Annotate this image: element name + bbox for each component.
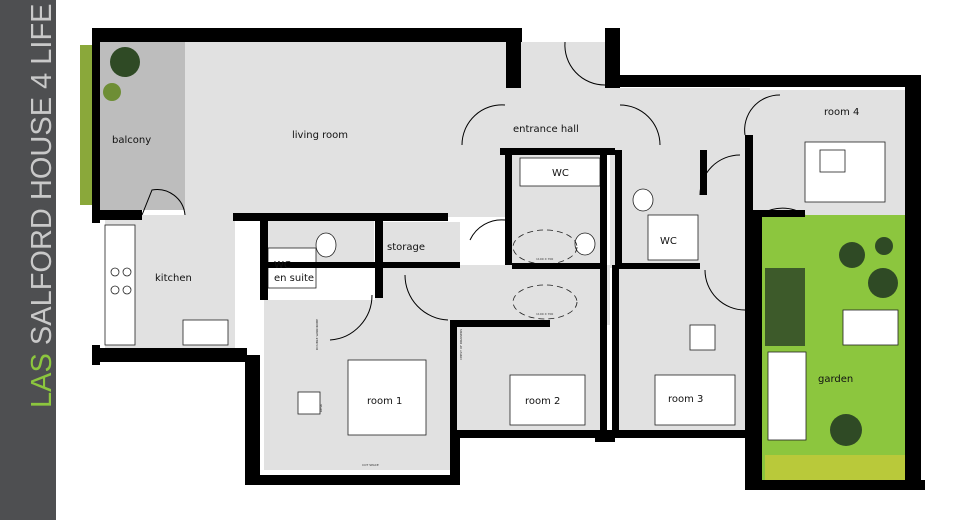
bath-center xyxy=(519,157,601,187)
title-rest: SALFORD HOUSE 4 LIFE xyxy=(26,3,58,354)
door-swing xyxy=(744,94,781,136)
label-wc-en-suite: WC xyxy=(274,260,291,271)
shrub-icon xyxy=(868,268,898,298)
floor-plan: 1100 X 700 1100 X 700 COT SPACE DOUBLE W… xyxy=(80,28,925,490)
toilet-center xyxy=(574,232,596,256)
label-garden: garden xyxy=(818,374,853,385)
wardrobe-label: DOUBLE WARDROBE xyxy=(315,319,319,350)
desk-room1 xyxy=(297,391,321,415)
desk-room4 xyxy=(819,149,846,173)
title-accent: LAS xyxy=(26,353,58,408)
bed-room2 xyxy=(509,374,586,426)
door-swing xyxy=(564,41,606,86)
bed-room3 xyxy=(654,374,736,426)
sidebar: LAS SALFORD HOUSE 4 LIFE xyxy=(0,0,58,520)
label-room2: room 2 xyxy=(525,396,560,407)
label-room4: room 4 xyxy=(824,107,859,118)
label-room1: room 1 xyxy=(367,396,402,407)
garden-planter xyxy=(767,351,807,441)
door-swing xyxy=(704,269,746,311)
door-swing xyxy=(461,104,506,146)
door-swing xyxy=(404,274,449,321)
desk-room3 xyxy=(689,324,716,351)
turning-circles xyxy=(512,229,578,320)
bed-room1 xyxy=(347,359,427,436)
furniture xyxy=(104,141,899,441)
toilet-ensuite xyxy=(315,232,337,258)
door-swing xyxy=(759,207,806,216)
drawers-label: CHEST OF DRAWERS xyxy=(459,329,463,360)
label-en-suite: en suite xyxy=(274,273,314,284)
label-entrance-hall: entrance hall xyxy=(513,124,579,135)
door-swing xyxy=(699,154,741,196)
label-room3: room 3 xyxy=(668,394,703,405)
kitchen-hob xyxy=(110,267,132,295)
cot-label: COT SPACE xyxy=(362,463,379,467)
kitchen-sink xyxy=(182,319,229,346)
label-living-room: living room xyxy=(292,130,348,141)
doors xyxy=(141,41,806,341)
garden-bench xyxy=(842,309,899,346)
desk-label: DESK xyxy=(319,403,323,412)
storage-floor xyxy=(380,222,460,265)
turning-circle-label: 1100 X 700 xyxy=(536,257,553,261)
hedge-icon xyxy=(765,268,805,346)
balcony-shrub-icon xyxy=(103,83,121,101)
door-swing xyxy=(469,219,506,241)
shower-right xyxy=(647,214,699,261)
hall-floor xyxy=(510,42,610,152)
toilet-right xyxy=(632,188,654,212)
shrub-icon xyxy=(875,237,893,255)
label-wc-center: WC xyxy=(552,168,569,179)
shrub-icon xyxy=(839,242,865,268)
kitchen-counter xyxy=(104,224,136,346)
project-title: LAS SALFORD HOUSE 4 LIFE xyxy=(26,3,58,408)
door-swing xyxy=(329,294,373,341)
balcony-shrub-icon xyxy=(110,47,140,77)
turning-circle-label-2: 1100 X 700 xyxy=(536,312,553,316)
door-swing xyxy=(619,104,661,146)
label-storage: storage xyxy=(387,242,425,253)
label-balcony: balcony xyxy=(112,135,151,146)
walls xyxy=(92,28,925,490)
label-wc-right: WC xyxy=(660,236,677,247)
living-room-floor xyxy=(185,42,510,217)
door-swing xyxy=(141,189,186,216)
shrub-icon xyxy=(830,414,862,446)
label-kitchen: kitchen xyxy=(155,273,192,284)
